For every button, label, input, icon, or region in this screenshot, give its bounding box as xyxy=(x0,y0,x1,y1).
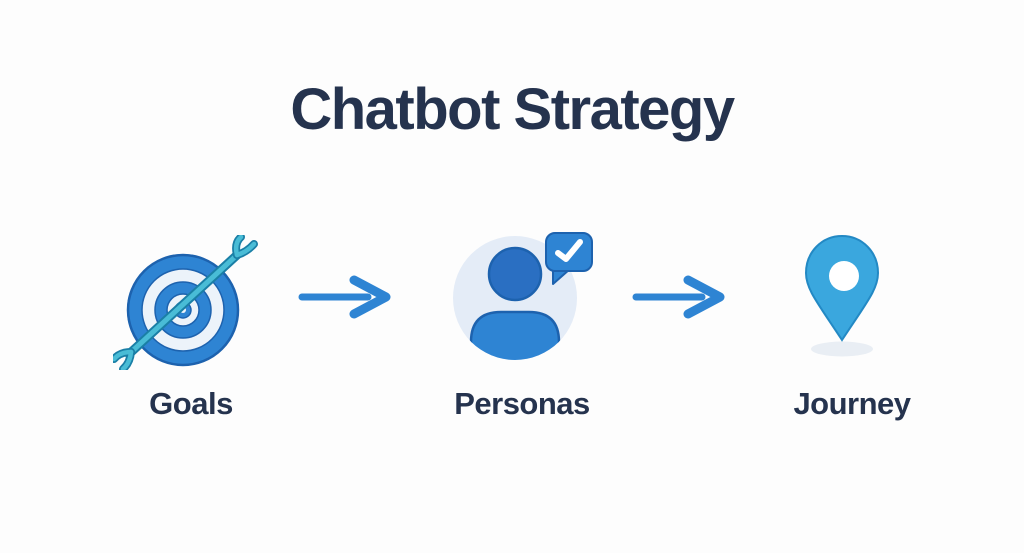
location-pin-icon xyxy=(804,234,880,357)
pin-shadow xyxy=(811,341,873,357)
person-body xyxy=(469,310,561,360)
arrow-right-icon xyxy=(632,275,725,319)
page-title: Chatbot Strategy xyxy=(290,77,735,142)
person-head xyxy=(487,246,543,302)
step-label-goals: Goals xyxy=(149,386,233,421)
arrow-right-icon xyxy=(298,275,391,319)
pin-hole xyxy=(829,261,859,291)
step-label-journey: Journey xyxy=(793,386,911,421)
step-label-personas: Personas xyxy=(454,386,590,421)
check-speech-bubble xyxy=(545,232,593,285)
person-check-icon xyxy=(453,232,593,360)
target-dart-icon xyxy=(113,235,258,370)
